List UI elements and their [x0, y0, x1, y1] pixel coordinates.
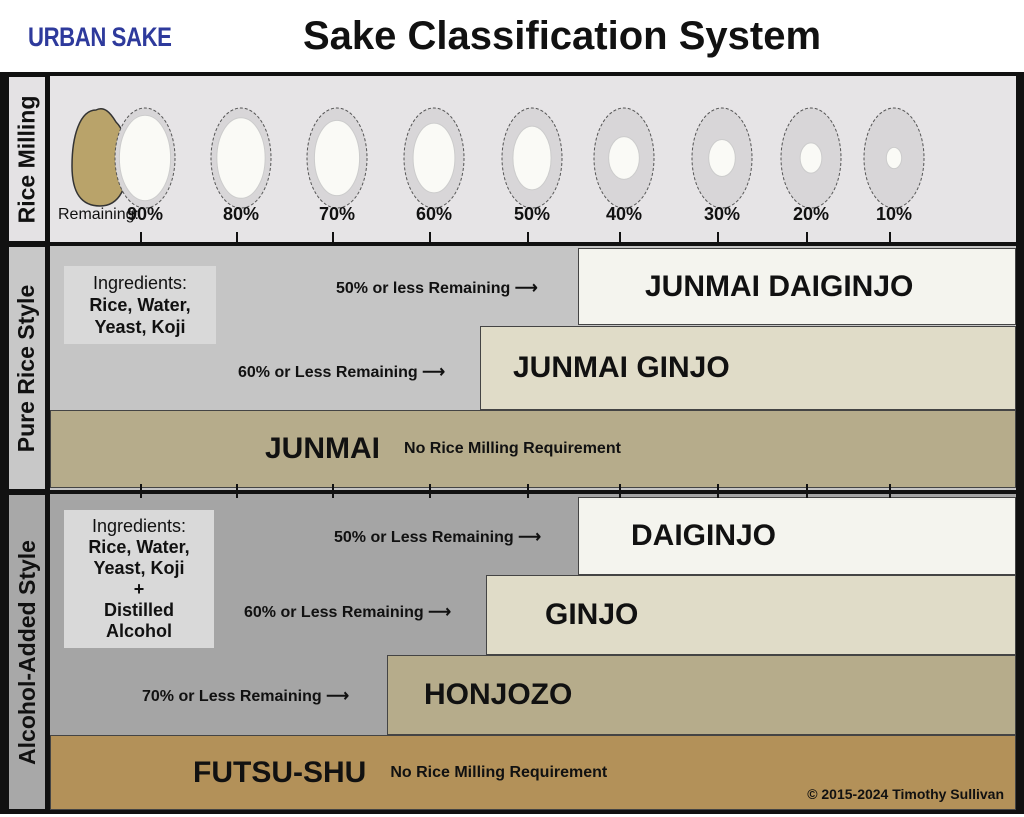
- urban-sake-logo: URBAN SAKE: [28, 22, 172, 52]
- scale-tick: [717, 484, 719, 498]
- ingredient-line: Distilled: [103, 600, 174, 620]
- percent-label: 20%: [792, 204, 830, 224]
- milled-grain: [863, 107, 925, 209]
- scale-tick: [140, 232, 142, 246]
- ingredients-box: Ingredients: Rice, Water, Yeast, Koji + …: [64, 510, 214, 648]
- milled-grain: [114, 107, 176, 209]
- label-text: Pure Rice Style: [13, 284, 40, 452]
- brown-rice-grain: [71, 108, 129, 207]
- scale-tick: [332, 484, 334, 498]
- requirement-label: 50% or Less Remaining ⟶: [334, 529, 542, 546]
- tier-requirement: No Rice Milling Requirement: [404, 440, 621, 457]
- requirement-label: 70% or Less Remaining ⟶: [142, 688, 350, 705]
- ingredients-box: Ingredients: Rice, Water, Yeast, Koji: [64, 266, 216, 344]
- remaining-label: Remaining:: [58, 206, 139, 223]
- requirement-label: 60% or Less Remaining ⟶: [244, 604, 452, 621]
- scale-tick: [889, 484, 891, 498]
- tier-name: GINJO: [545, 598, 639, 631]
- scale-tick: [717, 232, 719, 246]
- scale-tick: [527, 232, 529, 246]
- tier-name: JUNMAI DAIGINJO: [645, 269, 914, 303]
- milled-grain: [210, 107, 272, 209]
- label-text: Rice Milling: [13, 95, 40, 223]
- milled-grain: [501, 107, 563, 209]
- scale-tick: [140, 484, 142, 498]
- percent-label: 60%: [415, 204, 453, 224]
- ingredient-line: Rice, Water,: [89, 295, 191, 315]
- requirement-label: 60% or Less Remaining ⟶: [238, 364, 446, 381]
- section-label-milling: Rice Milling: [8, 76, 46, 242]
- section-label-pure: Pure Rice Style: [8, 246, 46, 490]
- ingredient-line: +: [133, 579, 145, 599]
- ingredient-line: Yeast, Koji: [94, 317, 186, 337]
- tier-name: DAIGINJO: [631, 519, 777, 552]
- scale-tick: [889, 232, 891, 246]
- milled-grain: [691, 107, 753, 209]
- ingredient-line: Alcohol: [106, 621, 172, 641]
- percent-label: 30%: [703, 204, 741, 224]
- percent-label: 80%: [222, 204, 260, 224]
- percent-label: 10%: [875, 204, 913, 224]
- percent-label: 40%: [605, 204, 643, 224]
- ingredient-line: Rice, Water,: [88, 537, 190, 557]
- scale-tick: [236, 484, 238, 498]
- milled-grain: [780, 107, 842, 209]
- scale-tick: [429, 484, 431, 498]
- scale-tick: [806, 484, 808, 498]
- classification-chart: Rice Milling Pure Rice Style Alcohol-Add…: [0, 72, 1024, 814]
- tier-name: JUNMAI GINJO: [513, 351, 730, 384]
- tier-junmai: JUNMAI No Rice Milling Requirement: [50, 410, 1016, 488]
- scale-tick: [619, 484, 621, 498]
- tier-name: FUTSU-SHU: [193, 755, 367, 789]
- page-title: Sake Classification System: [302, 14, 822, 58]
- scale-tick: [236, 232, 238, 246]
- ingredients-title: Ingredients:: [92, 273, 188, 293]
- milled-grain: [306, 107, 368, 209]
- ingredients-title: Ingredients:: [91, 516, 187, 536]
- tier-name: JUNMAI: [265, 432, 381, 465]
- tier-honjozo: HONJOZO: [387, 655, 1016, 735]
- milled-grain: [593, 107, 655, 209]
- section-label-added: Alcohol-Added Style: [8, 494, 46, 810]
- tier-name: HONJOZO: [424, 678, 573, 711]
- percent-label: 50%: [513, 204, 551, 224]
- pure-rice-section: Ingredients: Rice, Water, Yeast, Koji JU…: [50, 246, 1016, 490]
- requirement-label: 50% or less Remaining ⟶: [336, 280, 538, 297]
- rice-milling-section: Remaining: 90% 80% 70% 60% 50% 40% 30% 20% 10%: [50, 76, 1016, 242]
- tier-junmai-daiginjo: JUNMAI DAIGINJO: [578, 248, 1016, 325]
- tier-futsu-shu: FUTSU-SHU No Rice Milling Requirement: [50, 735, 1016, 810]
- label-text: Alcohol-Added Style: [13, 539, 40, 765]
- milled-grain: [403, 107, 465, 209]
- tier-daiginjo: DAIGINJO: [578, 497, 1016, 575]
- tier-junmai-ginjo: JUNMAI GINJO: [480, 326, 1016, 410]
- percent-label: 90%: [126, 204, 164, 224]
- ingredient-line: Yeast, Koji: [93, 558, 185, 578]
- scale-tick: [332, 232, 334, 246]
- rice-grains: [71, 107, 925, 209]
- alcohol-added-section: Ingredients: Rice, Water, Yeast, Koji + …: [50, 494, 1016, 810]
- tier-ginjo: GINJO: [486, 575, 1016, 655]
- scale-tick: [527, 484, 529, 498]
- copyright: © 2015-2024 Timothy Sullivan: [807, 786, 1004, 802]
- percent-label: 70%: [318, 204, 356, 224]
- scale-tick: [806, 232, 808, 246]
- tier-requirement: No Rice Milling Requirement: [390, 763, 608, 781]
- scale-tick: [619, 232, 621, 246]
- scale-tick: [429, 232, 431, 246]
